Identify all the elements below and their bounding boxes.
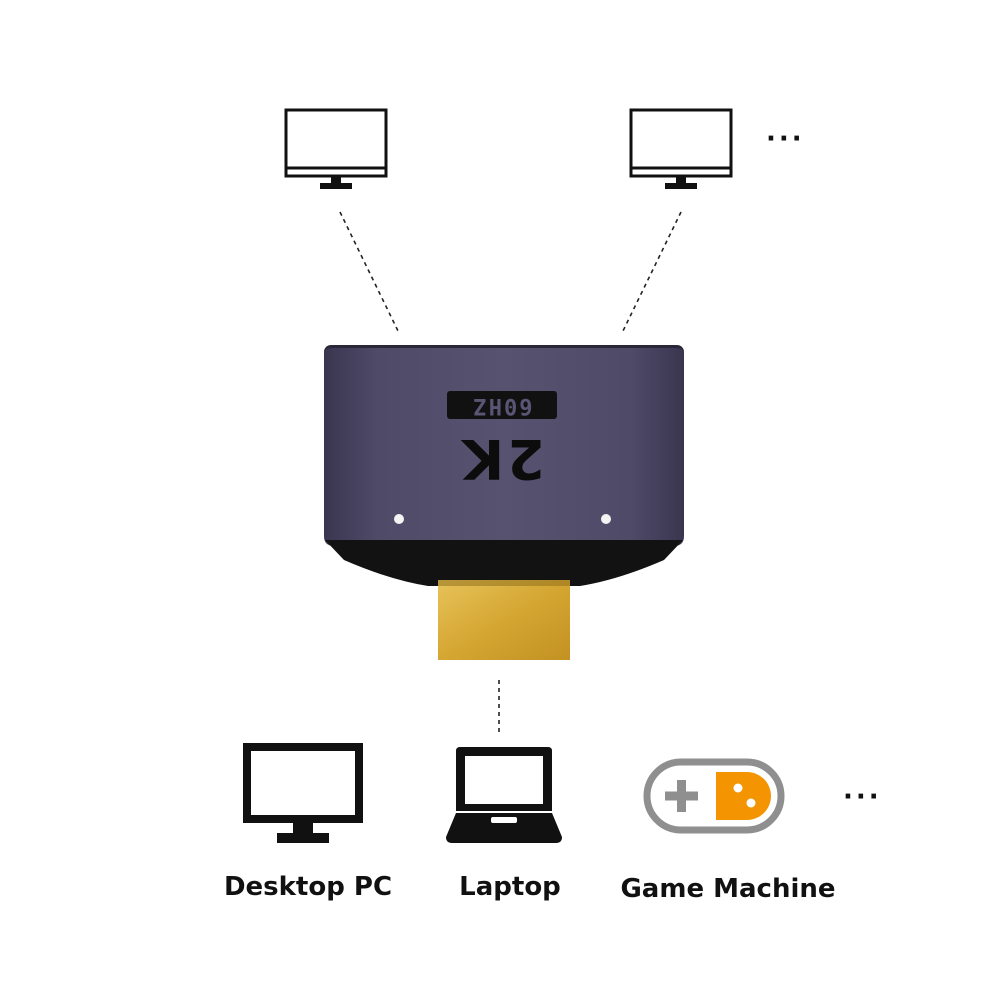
adapter-refresh-badge: 60HZ bbox=[447, 391, 557, 419]
outputs-more-ellipsis: ··· bbox=[766, 124, 805, 154]
desktop-monitor-icon bbox=[243, 743, 363, 843]
output-monitor-left-icon bbox=[284, 108, 388, 189]
adapter-resolution-text: 2K bbox=[459, 427, 545, 490]
inputs-more-ellipsis: ··· bbox=[843, 782, 882, 812]
adapter-refresh-text: 60HZ bbox=[471, 393, 533, 418]
desktop-pc-label: Desktop PC bbox=[223, 872, 393, 902]
dashed-line-right bbox=[621, 211, 682, 334]
output-monitor-right-icon bbox=[629, 108, 733, 189]
laptop-icon bbox=[446, 747, 562, 843]
game-machine-label: Game Machine bbox=[620, 874, 836, 904]
hdmi-adapter-image bbox=[324, 345, 684, 660]
laptop-label: Laptop bbox=[459, 872, 561, 902]
dashed-line-left bbox=[339, 211, 400, 334]
gamepad-icon bbox=[643, 758, 785, 834]
